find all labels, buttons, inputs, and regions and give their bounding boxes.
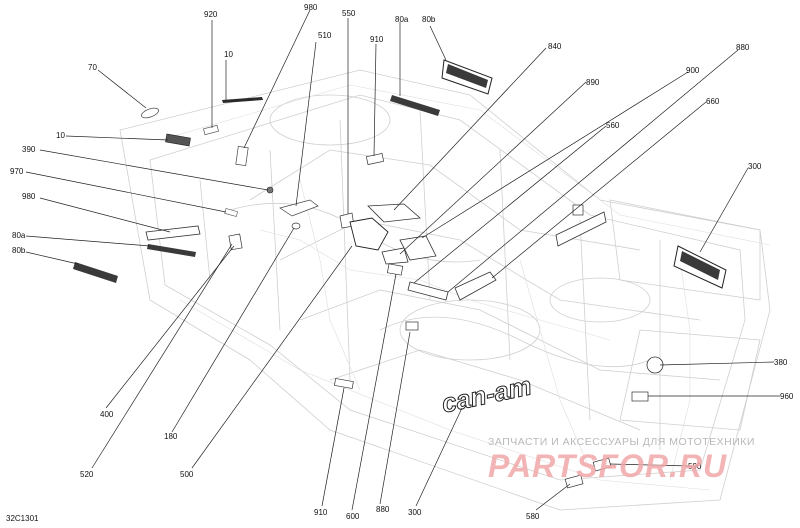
callout-510: 510 <box>318 31 332 40</box>
callout-840: 840 <box>548 42 562 51</box>
decal-910-small <box>387 263 404 276</box>
vehicle-frame-detail <box>159 84 771 491</box>
decal-400 <box>228 233 243 251</box>
watermark: ЗАПЧАСТИ И АКСЕССУАРЫ ДЛЯ МОТОТЕХНИКИ PA… <box>488 436 788 486</box>
part-180 <box>291 222 301 230</box>
decal-560 <box>454 271 497 301</box>
callout-960: 960 <box>780 392 794 401</box>
watermark-logo: PARTSFOR.RU <box>488 448 728 484</box>
decal-510 <box>279 199 319 217</box>
decal-960 <box>631 391 649 402</box>
callout-910-bottom: 910 <box>314 508 328 517</box>
decal-590 <box>592 457 612 472</box>
callout-10-left: 10 <box>56 131 65 140</box>
decal-80b-top-inner <box>446 64 488 88</box>
decal-980-top <box>235 145 249 167</box>
decal-970 <box>224 208 238 217</box>
decal-910-top <box>365 153 385 165</box>
diagram-reference-code: 32C1301 <box>6 514 39 523</box>
decal-880-bottom <box>405 321 419 331</box>
callout-80a-top: 80a <box>395 15 409 24</box>
decal-600-panel <box>349 217 389 251</box>
callout-500: 500 <box>180 470 194 479</box>
decal-890 <box>399 235 437 261</box>
callout-390: 390 <box>22 145 36 154</box>
callout-80a-left: 80a <box>12 231 26 240</box>
decal-580 <box>564 474 584 489</box>
callout-600: 600 <box>346 512 360 521</box>
decal-980-left <box>145 225 201 241</box>
callout-70: 70 <box>88 63 97 72</box>
decal-70 <box>141 107 159 119</box>
callout-380: 380 <box>774 358 788 367</box>
callout-560: 560 <box>606 121 620 130</box>
decal-900 <box>381 247 409 265</box>
decal-80a <box>147 244 196 257</box>
decal-300-right-inner <box>680 251 720 280</box>
callout-520: 520 <box>80 470 94 479</box>
callout-300-right: 300 <box>748 162 762 171</box>
callout-880-top: 880 <box>736 43 750 52</box>
callout-400: 400 <box>100 410 114 419</box>
decal-80b-left <box>73 262 118 283</box>
decal-80a-top <box>390 95 440 116</box>
callout-900: 900 <box>686 66 700 75</box>
decal-10-top-stripe <box>222 97 263 103</box>
decal-840 <box>367 203 421 223</box>
decal-880 <box>407 281 449 301</box>
callout-80b-top: 80b <box>422 15 436 24</box>
watermark-tagline: ЗАПЧАСТИ И АКСЕССУАРЫ ДЛЯ МОТОТЕХНИКИ <box>488 436 755 448</box>
callout-980-top: 980 <box>304 3 318 12</box>
callout-920: 920 <box>204 10 218 19</box>
callout-890: 890 <box>586 78 600 87</box>
decal-10-left <box>165 133 191 147</box>
callout-580: 580 <box>526 512 540 521</box>
callout-910-top: 910 <box>370 35 384 44</box>
decal-910-bottom <box>334 378 354 389</box>
callout-550: 550 <box>342 9 356 18</box>
callout-980-left: 980 <box>22 192 36 201</box>
callout-300-bottom: 300 <box>408 508 422 517</box>
callout-970: 970 <box>10 167 24 176</box>
callout-590: 590 <box>688 462 702 471</box>
decal-660 <box>555 211 607 247</box>
callout-10-top: 10 <box>224 50 233 59</box>
callout-80b-left: 80b <box>12 246 26 255</box>
decal-parts: can-am <box>73 59 727 489</box>
decal-300-can-am: can-am <box>439 370 534 418</box>
decal-580-small <box>572 204 584 216</box>
callout-880-bottom: 880 <box>376 505 390 514</box>
callout-180: 180 <box>164 432 178 441</box>
leader-lines <box>25 9 780 511</box>
callout-660: 660 <box>706 97 720 106</box>
decal-920 <box>203 124 219 136</box>
